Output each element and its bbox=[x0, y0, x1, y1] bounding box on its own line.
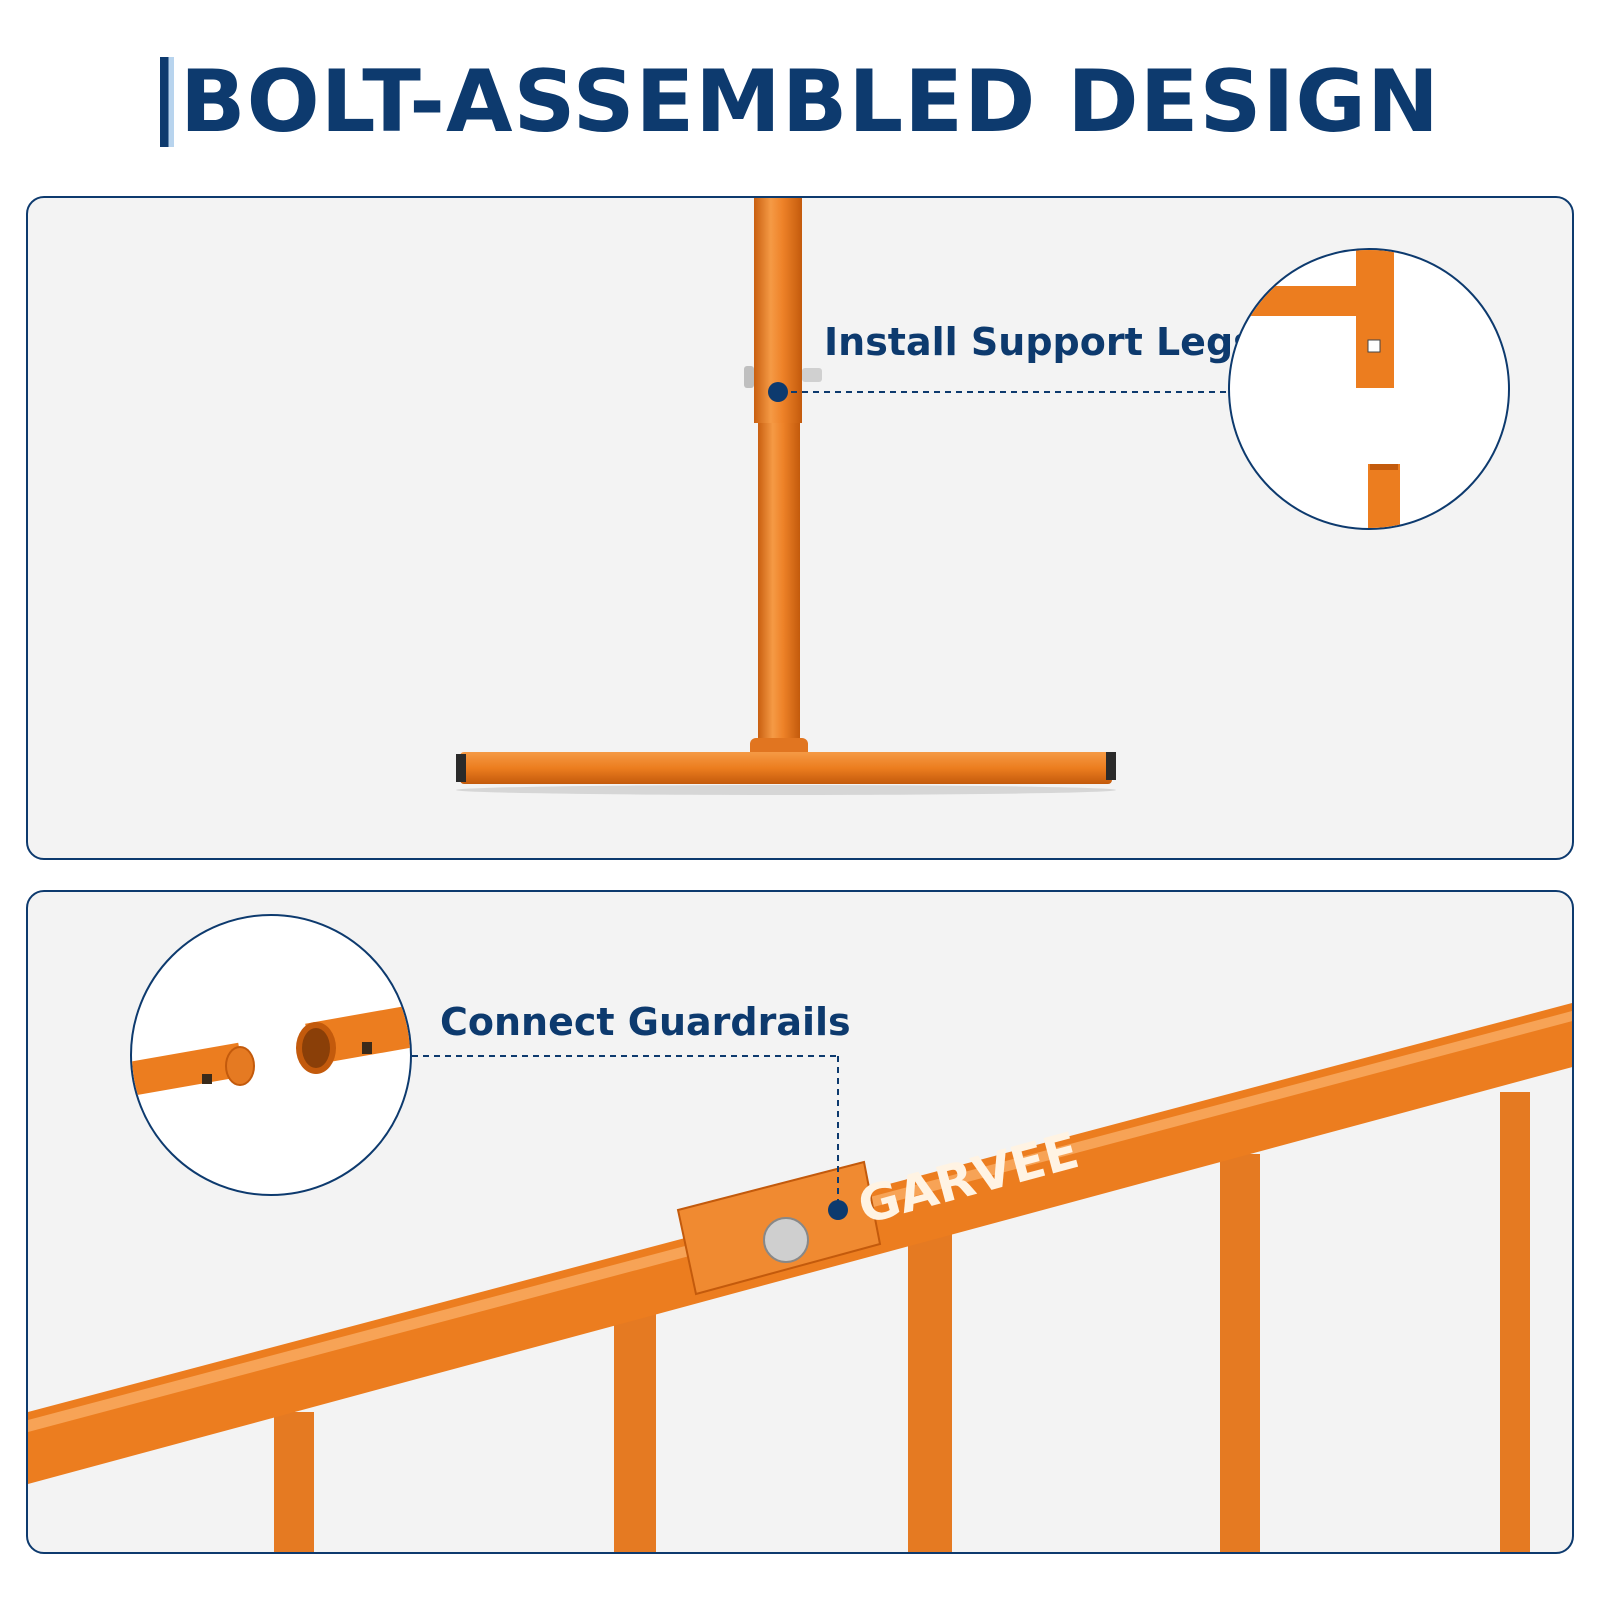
foot-cap-right bbox=[1106, 752, 1116, 780]
baluster bbox=[908, 1232, 952, 1552]
foot-cap-left bbox=[456, 754, 466, 782]
title-area: BOLT-ASSEMBLED DESIGN bbox=[0, 52, 1600, 152]
baluster bbox=[614, 1312, 656, 1552]
bolt-left bbox=[744, 366, 754, 388]
guardrails-zoom-detail bbox=[132, 1004, 410, 1096]
bolt-right bbox=[802, 368, 822, 382]
baluster bbox=[274, 1412, 314, 1552]
guardrails-label: Connect Guardrails bbox=[440, 1000, 851, 1044]
upright-post bbox=[758, 423, 800, 753]
title-accent-bar bbox=[160, 57, 175, 147]
callout-dot-top bbox=[768, 382, 788, 402]
guardrails-zoom-circle bbox=[130, 914, 412, 1196]
guardrail-illustration: GARVEE bbox=[28, 1003, 1572, 1552]
support-legs-zoom-circle bbox=[1228, 248, 1510, 530]
baluster bbox=[1500, 1092, 1530, 1552]
support-legs-label: Install Support Legs bbox=[824, 320, 1256, 364]
foot-bar bbox=[460, 752, 1112, 784]
support-legs-panel: Install Support Legs bbox=[26, 196, 1574, 860]
baluster bbox=[1220, 1154, 1260, 1552]
foot-shadow bbox=[456, 785, 1116, 795]
guardrails-panel: GARVEE Connect Guardrails bbox=[26, 890, 1574, 1554]
support-legs-zoom-detail bbox=[1230, 250, 1400, 528]
page-title: BOLT-ASSEMBLED DESIGN bbox=[180, 52, 1440, 152]
support-leg-illustration bbox=[456, 198, 1228, 795]
rail-bolt bbox=[763, 1217, 809, 1263]
callout-dot-bottom bbox=[828, 1200, 848, 1220]
